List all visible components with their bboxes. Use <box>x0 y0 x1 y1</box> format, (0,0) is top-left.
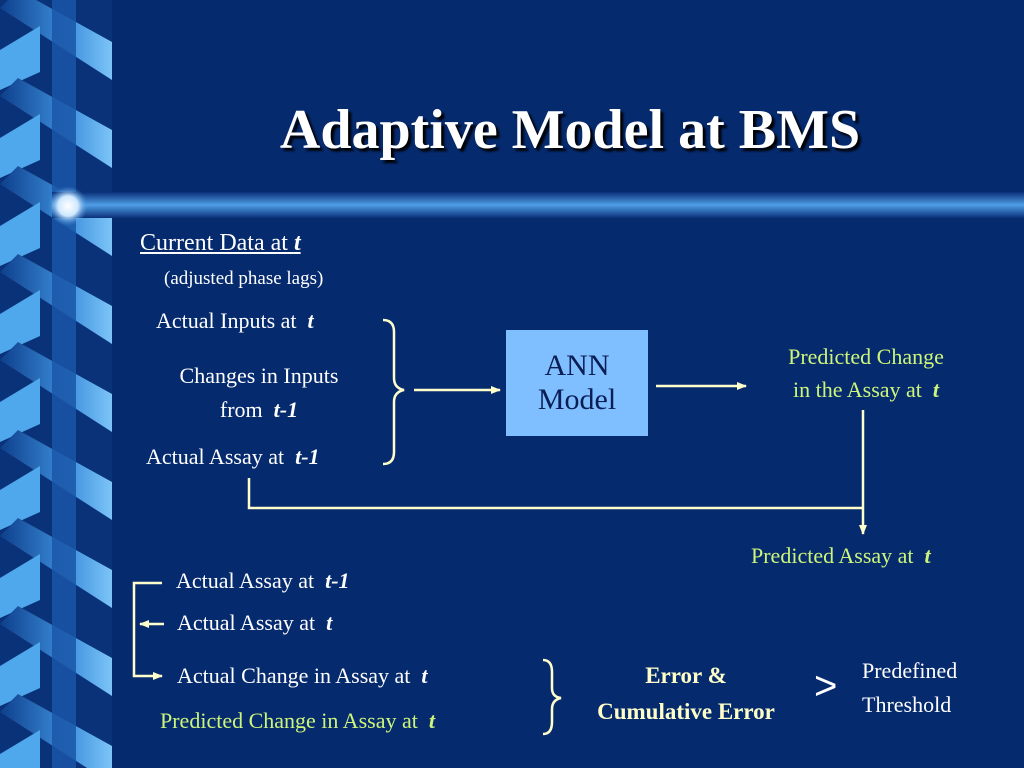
lower-predicted-change: Predicted Change in Assay at t <box>160 708 435 734</box>
current-data-label: Current Data at <box>140 230 288 256</box>
predicted-change-var: t <box>932 377 940 402</box>
predicted-assay-var: t <box>924 543 931 568</box>
predicted-change-line1: Predicted Change <box>788 344 944 369</box>
threshold-line1: Predefined <box>862 658 958 683</box>
lower-actual-change: Actual Change in Assay at t <box>177 663 428 689</box>
ribbon-fold <box>0 554 40 618</box>
ribbon-fold <box>0 26 40 90</box>
actual-inputs-text: Actual Inputs at <box>156 308 297 333</box>
ribbon-fold <box>0 202 40 266</box>
greater-than-sign: > <box>814 664 838 708</box>
current-data-note: (adjusted phase lags) <box>164 268 324 289</box>
left-ribbon-stripes <box>0 0 112 768</box>
lower-actual-assay-now: Actual Assay at t <box>177 610 332 636</box>
changes-in-inputs-label: Changes in Inputs from t-1 <box>146 359 372 427</box>
changes-in-inputs-line2: from <box>219 397 263 422</box>
changes-in-inputs-var: t-1 <box>273 397 299 422</box>
lower-actual-assay-now-var: t <box>326 610 333 635</box>
error-line1: Error & <box>645 663 727 688</box>
ribbon-fold <box>0 114 40 178</box>
predicted-assay-text: Predicted Assay at <box>751 543 914 568</box>
ann-line1: ANN <box>544 349 610 382</box>
ribbon-fold <box>0 378 40 442</box>
ribbon-fold <box>0 290 40 354</box>
current-data-var: t <box>293 230 301 256</box>
lower-actual-assay-prev-text: Actual Assay at <box>176 568 315 593</box>
error-line2: Cumulative Error <box>597 699 775 724</box>
ribbon-fold <box>0 730 40 768</box>
ribbon-fold <box>0 466 40 530</box>
lower-actual-assay-prev-var: t-1 <box>325 568 350 593</box>
page-title: Adaptive Model at BMS <box>279 99 861 161</box>
actual-inputs-var: t <box>307 308 314 333</box>
actual-assay-prev-label: Actual Assay at t-1 <box>146 444 320 470</box>
title-underline-bar <box>52 192 1024 218</box>
lower-actual-change-text: Actual Change in Assay at <box>177 663 411 688</box>
threshold-line2: Threshold <box>862 692 952 717</box>
predicted-change-label: Predicted Change in the Assay at t <box>752 340 980 406</box>
predicted-change-line2: in the Assay at <box>792 377 922 402</box>
predicted-assay-label: Predicted Assay at t <box>751 543 931 569</box>
lower-predicted-change-text: Predicted Change in Assay at <box>160 708 418 733</box>
error-label: Error & Cumulative Error <box>566 658 806 730</box>
lower-predicted-change-var: t <box>428 708 435 733</box>
ribbon-fold <box>0 642 40 706</box>
ann-line2: Model <box>537 383 617 416</box>
glow-dot <box>48 186 88 226</box>
changes-in-inputs-line1: Changes in Inputs <box>179 363 339 388</box>
lower-actual-assay-now-text: Actual Assay at <box>177 610 316 635</box>
actual-inputs-label: Actual Inputs at t <box>156 308 314 334</box>
lower-actual-change-var: t <box>421 663 428 688</box>
actual-assay-prev-text: Actual Assay at <box>146 444 285 469</box>
lower-actual-assay-prev: Actual Assay at t-1 <box>176 568 350 594</box>
current-data-heading: Current Data at t <box>140 230 301 257</box>
actual-assay-prev-var: t-1 <box>295 444 320 469</box>
